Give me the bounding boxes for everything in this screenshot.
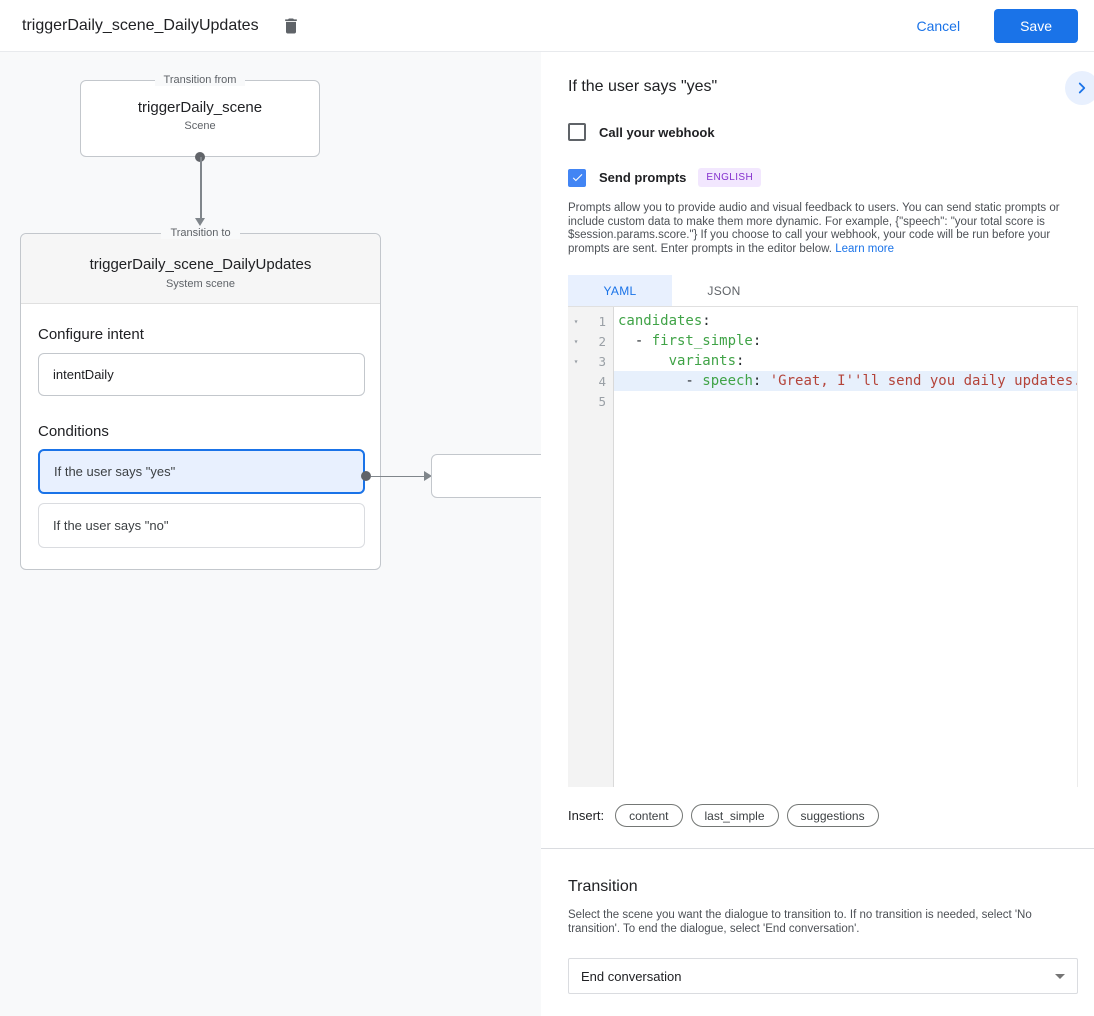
delete-scene-button[interactable]	[279, 14, 303, 38]
condition-label: If the user says "no"	[53, 518, 169, 533]
language-badge: ENGLISH	[698, 168, 762, 187]
top-bar: triggerDaily_scene_DailyUpdates Cancel S…	[0, 0, 1094, 52]
fold-arrow-icon[interactable]: ▾	[573, 336, 579, 346]
insert-last-simple-button[interactable]: last_simple	[690, 804, 779, 827]
transition-section-title: Transition	[568, 878, 638, 895]
condition-item-yes[interactable]: If the user says "yes"	[38, 449, 365, 494]
transition-dropdown[interactable]: End conversation	[568, 958, 1078, 994]
editor-gutter: ▾1▾2▾3 4 5	[568, 307, 614, 787]
code-line[interactable]: variants:	[668, 353, 745, 369]
to-scene-header[interactable]: triggerDaily_scene_DailyUpdates System s…	[21, 234, 380, 304]
save-button[interactable]: Save	[994, 8, 1078, 43]
gutter-line: ▾1	[568, 311, 613, 331]
send-prompts-checkbox[interactable]	[568, 168, 586, 187]
chevron-right-icon	[1073, 79, 1091, 97]
condition-detail-panel: If the user says "yes" Call your webhook…	[541, 52, 1094, 1016]
to-scene-name: triggerDaily_scene_DailyUpdates	[89, 256, 312, 273]
editor-format-tabs: YAML JSON	[568, 275, 1078, 307]
from-scene-type: Scene	[184, 120, 216, 132]
insert-content-button[interactable]: content	[615, 804, 683, 827]
collapse-panel-button[interactable]	[1065, 71, 1094, 105]
intent-value: intentDaily	[53, 367, 114, 382]
prompts-description: Prompts allow you to provide audio and v…	[568, 202, 1080, 256]
connector-dot	[361, 471, 371, 481]
trash-icon	[281, 16, 301, 36]
yaml-code-editor[interactable]: ▾1▾2▾3 4 5 candidates: - first_simple: var…	[568, 307, 1078, 787]
arrow-right-icon	[424, 470, 432, 481]
transition-description: Select the scene you want the dialogue t…	[568, 909, 1032, 935]
gutter-line: 4	[598, 373, 606, 389]
gutter-line: ▾3	[568, 351, 613, 371]
dropdown-caret-icon	[1055, 973, 1065, 979]
insert-suggestions-button[interactable]: suggestions	[786, 804, 879, 827]
condition-item-no[interactable]: If the user says "no"	[38, 503, 365, 548]
learn-more-link[interactable]: Learn more	[835, 242, 895, 255]
connector-line-horizontal	[371, 475, 425, 477]
detail-title: If the user says "yes"	[568, 78, 718, 95]
editor-code[interactable]: candidates: - first_simple: variants: - …	[614, 307, 1077, 787]
conditions-label: Conditions	[38, 423, 109, 440]
to-scene-type: System scene	[165, 278, 236, 290]
webhook-checkbox[interactable]	[568, 123, 586, 141]
arrow-down-icon	[195, 218, 205, 226]
configure-intent-label: Configure intent	[38, 326, 144, 343]
prompts-description-text: Prompts allow you to provide audio and v…	[568, 202, 1060, 255]
tab-yaml[interactable]: YAML	[568, 275, 672, 306]
condition-target-node[interactable]	[431, 454, 541, 498]
fold-arrow-icon[interactable]: ▾	[573, 316, 579, 326]
section-divider	[541, 848, 1094, 849]
send-prompts-label: Send prompts	[599, 170, 687, 185]
code-line[interactable]: candidates:	[618, 313, 711, 329]
connector-line-vertical	[200, 157, 202, 219]
transition-to-card: Transition to triggerDaily_scene_DailyUp…	[20, 227, 381, 570]
checkmark-icon	[571, 171, 584, 184]
webhook-label: Call your webhook	[599, 124, 715, 140]
from-scene-name: triggerDaily_scene	[137, 99, 263, 116]
code-line[interactable]: - first_simple:	[618, 333, 762, 349]
cancel-button[interactable]: Cancel	[900, 10, 976, 42]
scene-diagram-panel: Transition from triggerDaily_scene Scene…	[0, 52, 541, 1016]
code-line[interactable]: - speech: 'Great, I''ll send you daily u…	[614, 371, 1077, 391]
webhook-row: Call your webhook	[568, 123, 1078, 141]
transition-dropdown-value: End conversation	[581, 968, 682, 984]
code-line[interactable]	[614, 391, 1077, 411]
insert-label: Insert:	[568, 808, 605, 823]
tab-json[interactable]: JSON	[707, 283, 741, 298]
page-title: triggerDaily_scene_DailyUpdates	[22, 16, 259, 34]
insert-row: Insert: content last_simple suggestions	[568, 804, 1078, 827]
transition-from-node[interactable]: Transition from triggerDaily_scene Scene	[80, 74, 320, 157]
transition-from-legend: Transition from	[81, 74, 319, 86]
gutter-line: 5	[598, 393, 606, 409]
fold-arrow-icon[interactable]: ▾	[573, 356, 579, 366]
send-prompts-row: Send prompts ENGLISH	[568, 168, 1078, 187]
condition-label: If the user says "yes"	[54, 464, 176, 479]
intent-input[interactable]: intentDaily	[38, 353, 365, 396]
gutter-line: ▾2	[568, 331, 613, 351]
